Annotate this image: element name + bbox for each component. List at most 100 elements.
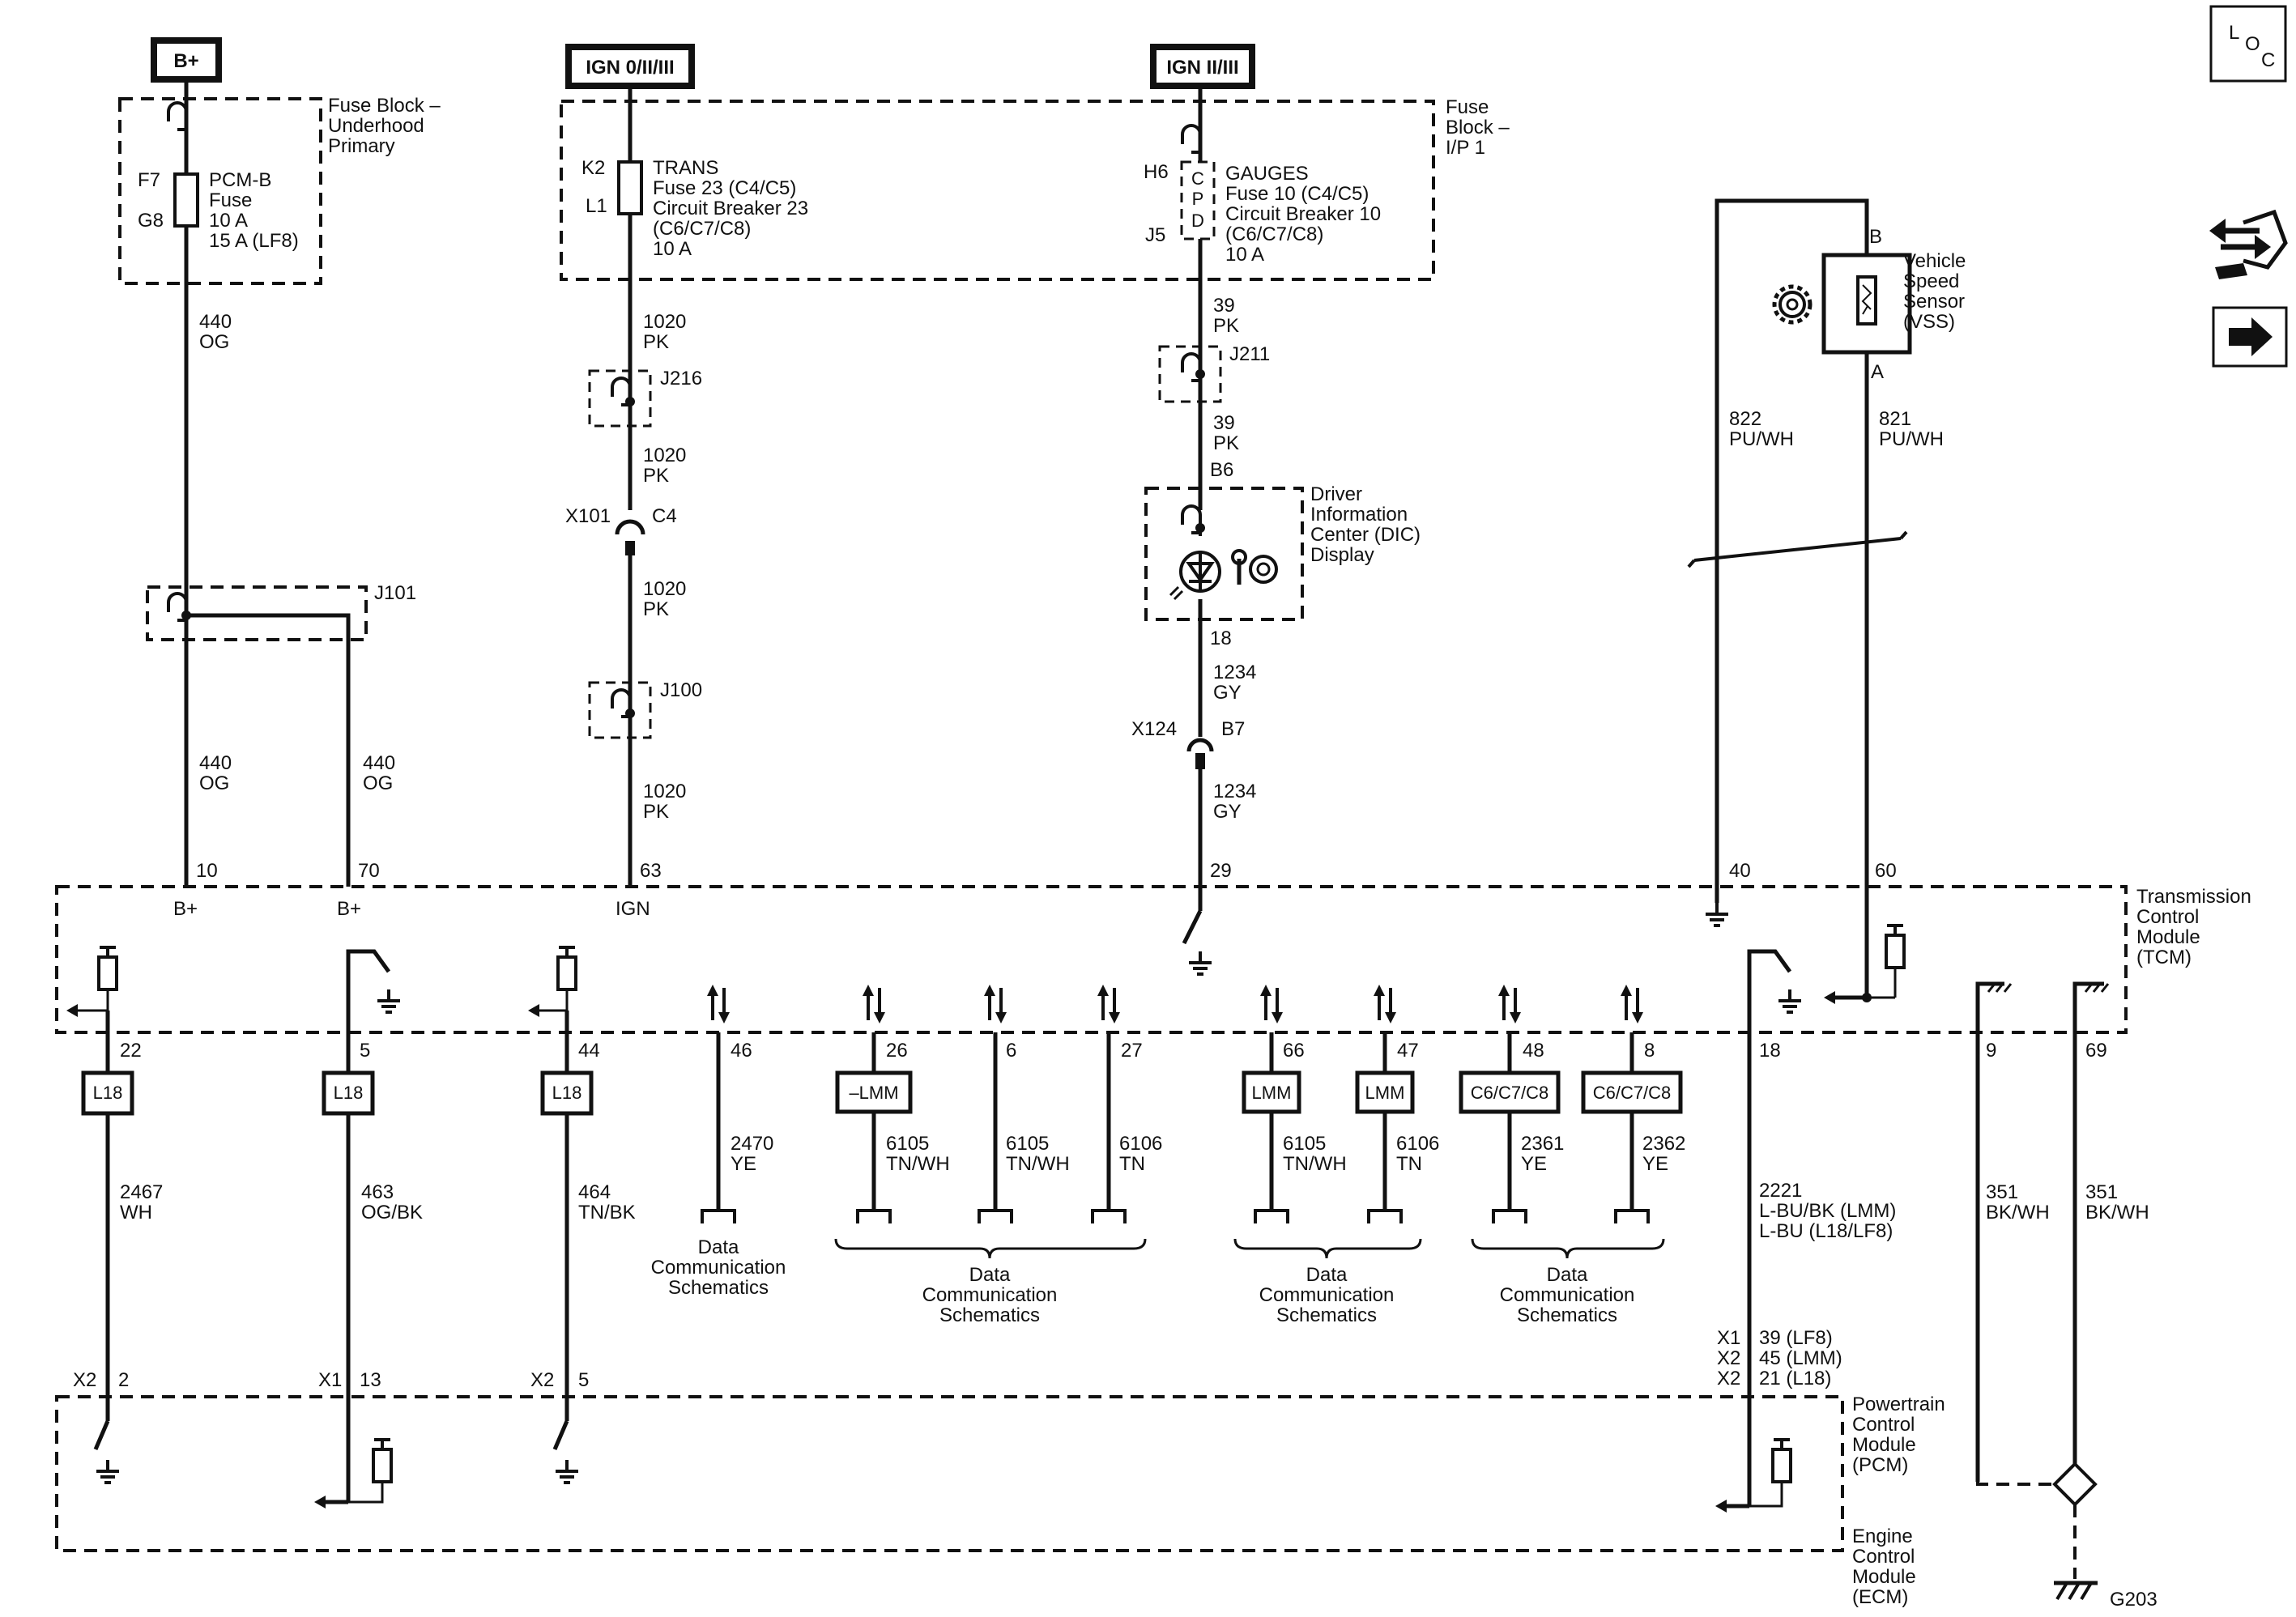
- pcm-pin-45: 45 (LMM): [1759, 1347, 1842, 1369]
- fuse-block-ip: Fuse Block – I/P 1 K2 L1 TRANS Fuse 23 (…: [560, 96, 1510, 281]
- wire-463-num: 463: [361, 1181, 394, 1203]
- dic-pin-18: 18: [1210, 628, 1232, 649]
- tcm-pin-18: 18: [1759, 1040, 1781, 1062]
- data-comm-b-2: Communication: [922, 1284, 1058, 1306]
- circuit-39-1234: 39 PK J211 39 PK B6 Driver Information C…: [1131, 86, 1421, 887]
- splice-j101: [146, 585, 368, 641]
- fuse-pcmb-label-1: PCM-B: [209, 169, 271, 191]
- connector-x124-label: X124: [1131, 718, 1177, 740]
- gauges-label-5: 10 A: [1225, 244, 1264, 266]
- tcm-bplus-label-b: B+: [337, 898, 361, 920]
- fuse-underhood-title-3: Primary: [328, 135, 395, 157]
- fuse-pin-h6: H6: [1144, 161, 1169, 183]
- wire-440-b-num: 440: [199, 752, 232, 774]
- tcm-pin-47: 47: [1397, 1040, 1419, 1062]
- tcm-pin-6: 6: [1006, 1040, 1016, 1062]
- dic-label-1: Driver: [1310, 483, 1362, 505]
- pcm-label-2: Control: [1852, 1414, 1915, 1436]
- wire-440-a-num: 440: [199, 311, 232, 333]
- trans-fuse-label-5: 10 A: [653, 238, 692, 260]
- vss-label-2: Speed: [1903, 270, 1959, 292]
- wire-6106-b-num: 6106: [1396, 1133, 1439, 1155]
- vss-label-1: Vehicle: [1903, 250, 1966, 272]
- vehicle-speed-sensor: B A Vehicle Speed Sensor (VSS) 822 PU/WH…: [1687, 198, 1966, 992]
- tcm-pin-44: 44: [578, 1040, 600, 1062]
- fuse-pin-g8: G8: [138, 210, 164, 232]
- vss-pin-a: A: [1871, 361, 1884, 383]
- splice-j100: [588, 681, 652, 739]
- wire-821-color: PU/WH: [1879, 428, 1944, 450]
- gear-icon: [1772, 284, 1813, 325]
- pcm-b-fuse-icon: [173, 172, 199, 228]
- gauges-label-2: Fuse 10 (C4/C5): [1225, 183, 1369, 205]
- data-circuits: 2470 YE Data Communication Schematics –L…: [651, 1032, 1685, 1326]
- wire-440-a-color: OG: [199, 331, 229, 353]
- ecm-label-4: (ECM): [1852, 1586, 1908, 1608]
- wire-2467-num: 2467: [120, 1181, 163, 1203]
- source-ign1: IGN 0/II/III: [565, 44, 695, 89]
- dic-label-2: Information: [1310, 504, 1408, 526]
- wire-39-a-num: 39: [1213, 295, 1235, 317]
- data-comm-d-2: Communication: [1500, 1284, 1635, 1306]
- connector-x101-icon: [615, 519, 645, 535]
- ecm-label-2: Control: [1852, 1546, 1915, 1568]
- option-l18-c-label: L18: [552, 1083, 582, 1103]
- fuse-pin-l1: L1: [586, 195, 607, 217]
- wire-464-num: 464: [578, 1181, 611, 1203]
- wire-6105-a-num: 6105: [886, 1133, 929, 1155]
- circuit-1020: 1020 PK J216 1020 PK X101 C4 1020 PK J10…: [565, 86, 702, 887]
- wire-6105-b-num: 6105: [1006, 1133, 1049, 1155]
- pcm-conn-x2-b: X2: [530, 1369, 554, 1391]
- wire-1020-d-color: PK: [643, 801, 669, 823]
- data-comm-b-1: Data: [969, 1264, 1011, 1286]
- source-ign2: IGN II/III: [1150, 44, 1255, 89]
- pcm-pin-5: 5: [578, 1369, 589, 1391]
- fuse-pin-k2: K2: [581, 157, 605, 179]
- data-comm-a-1: Data: [698, 1236, 739, 1258]
- wire-39-a-color: PK: [1213, 315, 1239, 337]
- wire-1020-b-color: PK: [643, 465, 669, 487]
- wire-1020-a-color: PK: [643, 331, 669, 353]
- splice-j101-label: J101: [374, 582, 416, 604]
- fuse-ip-title-2: Block –: [1446, 117, 1510, 138]
- wire-440-c-color: OG: [363, 772, 393, 794]
- tcm-top-pin-10: 10: [196, 860, 218, 882]
- tcm-pin-66: 66: [1283, 1040, 1305, 1062]
- tcm-top-pin-60: 60: [1875, 860, 1897, 882]
- data-comm-a-2: Communication: [651, 1257, 786, 1279]
- wire-351-b-num: 351: [2085, 1181, 2118, 1203]
- component-view-icon[interactable]: [2209, 209, 2288, 279]
- next-page-icon[interactable]: [2212, 306, 2288, 368]
- fuse-underhood-title-2: Underhood: [328, 115, 424, 137]
- fuse-pcmb-label-4: 15 A (LF8): [209, 230, 299, 252]
- wires-l18: L18 2467 WH L18 463 OG/BK L18 464 TN/BK: [81, 1032, 636, 1502]
- ecm-label-3: Module: [1852, 1566, 1916, 1588]
- pcm-module: Powertrain Control Module (PCM) Engine C…: [55, 1327, 1945, 1608]
- vss-label-3: Sensor: [1903, 291, 1965, 313]
- wire-39-b-color: PK: [1213, 432, 1239, 454]
- option-c6-a-label: C6/C7/C8: [1471, 1083, 1549, 1103]
- wire-6105-b-color: TN/WH: [1006, 1153, 1070, 1175]
- option-lmm-a: [1242, 1070, 1301, 1114]
- wire-6106-a-color: TN: [1119, 1153, 1145, 1175]
- source-ign2-label: IGN II/III: [1166, 57, 1238, 79]
- loc-o: O: [2245, 33, 2260, 55]
- pcm-pin-13: 13: [360, 1369, 381, 1391]
- wire-821-num: 821: [1879, 408, 1911, 430]
- fuse-pin-j5: J5: [1145, 224, 1165, 246]
- data-comm-a-3: Schematics: [668, 1277, 769, 1299]
- wire-1020-b-num: 1020: [643, 445, 686, 466]
- trans-fuse-label-3: Circuit Breaker 23: [653, 198, 808, 219]
- fuse-ip-title-1: Fuse: [1446, 96, 1489, 118]
- pcm-conn-x2-a: X2: [73, 1369, 96, 1391]
- dic-service-icon: [1231, 549, 1278, 585]
- pcm-conn-18-b: X2: [1717, 1347, 1740, 1369]
- tcm-top-pin-29: 29: [1210, 860, 1232, 882]
- wire-351-b-color: BK/WH: [2085, 1202, 2149, 1223]
- gauges-label-3: Circuit Breaker 10: [1225, 203, 1381, 225]
- wire-1020-c-num: 1020: [643, 578, 686, 600]
- gauges-label-1: GAUGES: [1225, 163, 1309, 185]
- loc-c: C: [2261, 49, 2275, 71]
- cpd-d: D: [1191, 211, 1204, 231]
